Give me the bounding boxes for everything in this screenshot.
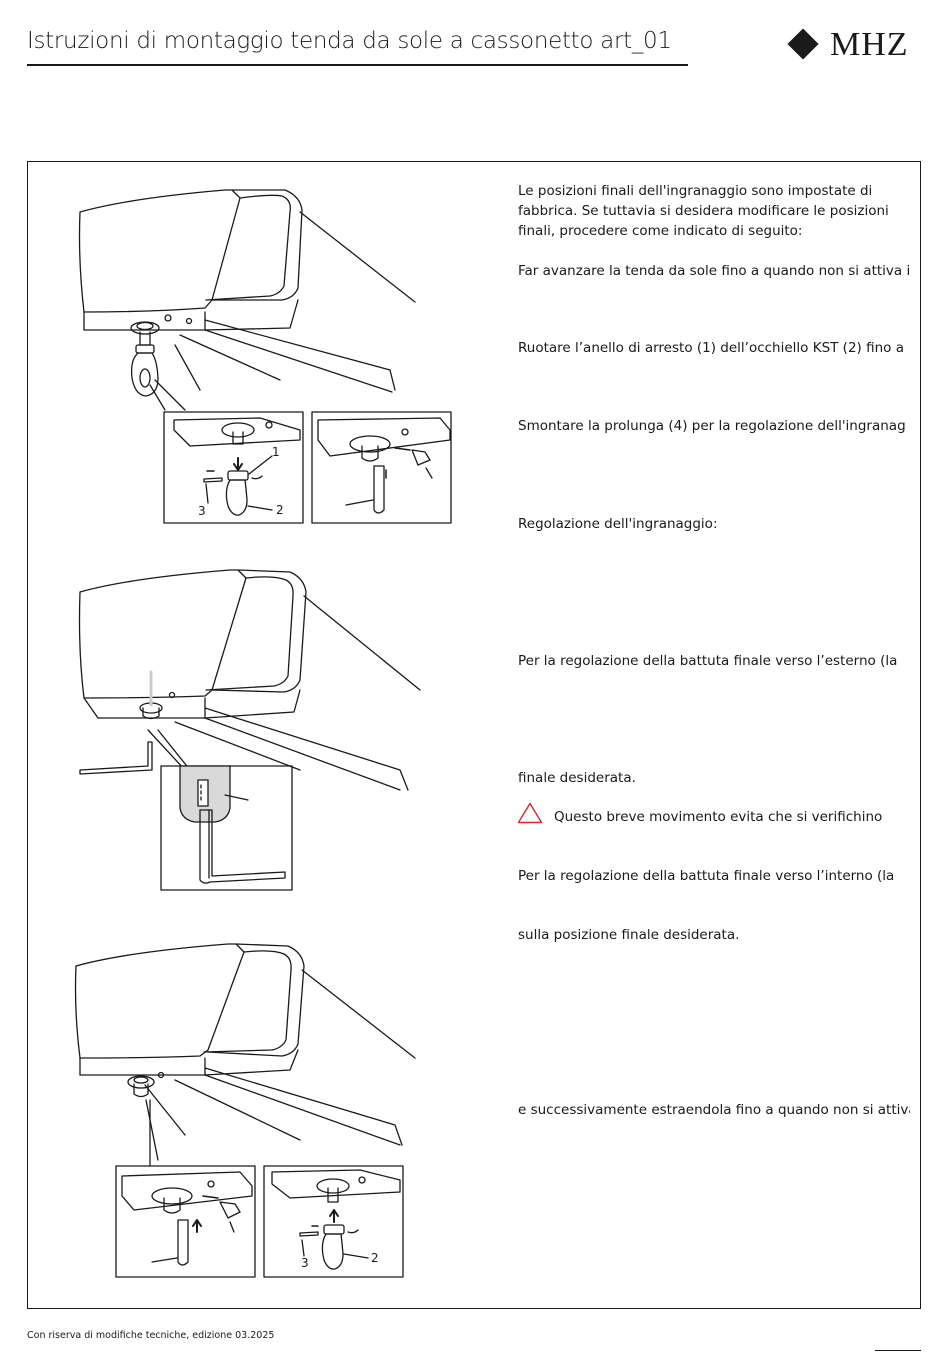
- footer-note: Con riserva di modifiche tecniche, edizi…: [27, 1330, 275, 1341]
- assembly-illustration: 1 2 3 2 3: [27, 161, 507, 1309]
- callout-2b: 2: [371, 1251, 379, 1265]
- detail-inset-1b: [311, 411, 452, 524]
- awning-drawing-3: [74, 943, 416, 1166]
- inner-adjust-text: Per la regolazione della battuta finale …: [518, 868, 895, 884]
- detail-inset-2: [160, 765, 293, 891]
- diamond-logo-icon: [787, 28, 819, 60]
- inner-adjust-end-text: sulla posizione finale desiderata.: [518, 927, 740, 943]
- detail-inset-3b: [263, 1165, 404, 1278]
- callout-1: 1: [272, 445, 280, 459]
- callout-2: 2: [276, 503, 284, 517]
- footer-rule: [875, 1350, 921, 1351]
- step-1-text: Far avanzare la tenda da sole fino a qua…: [518, 263, 910, 279]
- final-step-text: e successivamente estraendola fino a qua…: [518, 1102, 910, 1118]
- detail-inset-3a: [115, 1165, 256, 1278]
- content-frame: [27, 161, 921, 1309]
- document-title: Istruzioni di montaggio tenda da sole a …: [27, 28, 672, 54]
- warning-triangle-icon: [517, 802, 543, 824]
- callout-3b: 3: [301, 1256, 309, 1270]
- section-heading: Regolazione dell'ingranaggio:: [518, 516, 718, 532]
- warning-text: Questo breve movimento evita che si veri…: [554, 809, 883, 825]
- step-2-text: Ruotare l’anello di arresto (1) dell’occ…: [518, 340, 904, 356]
- intro-paragraph: Le posizioni finali dell'ingranaggio son…: [518, 183, 889, 239]
- callout-3: 3: [198, 504, 206, 518]
- logo-wordmark: MHZ: [830, 26, 909, 63]
- outer-adjust-end-text: finale desiderata.: [518, 770, 636, 786]
- brand-logo: MHZ: [787, 26, 928, 66]
- title-underline: [27, 64, 688, 66]
- awning-drawing-1: [78, 189, 416, 411]
- awning-drawing-2: [78, 569, 421, 791]
- detail-inset-1a: [163, 411, 304, 524]
- outer-adjust-text: Per la regolazione della battuta finale …: [518, 653, 898, 669]
- step-3-text: Smontare la prolunga (4) per la regolazi…: [518, 418, 906, 434]
